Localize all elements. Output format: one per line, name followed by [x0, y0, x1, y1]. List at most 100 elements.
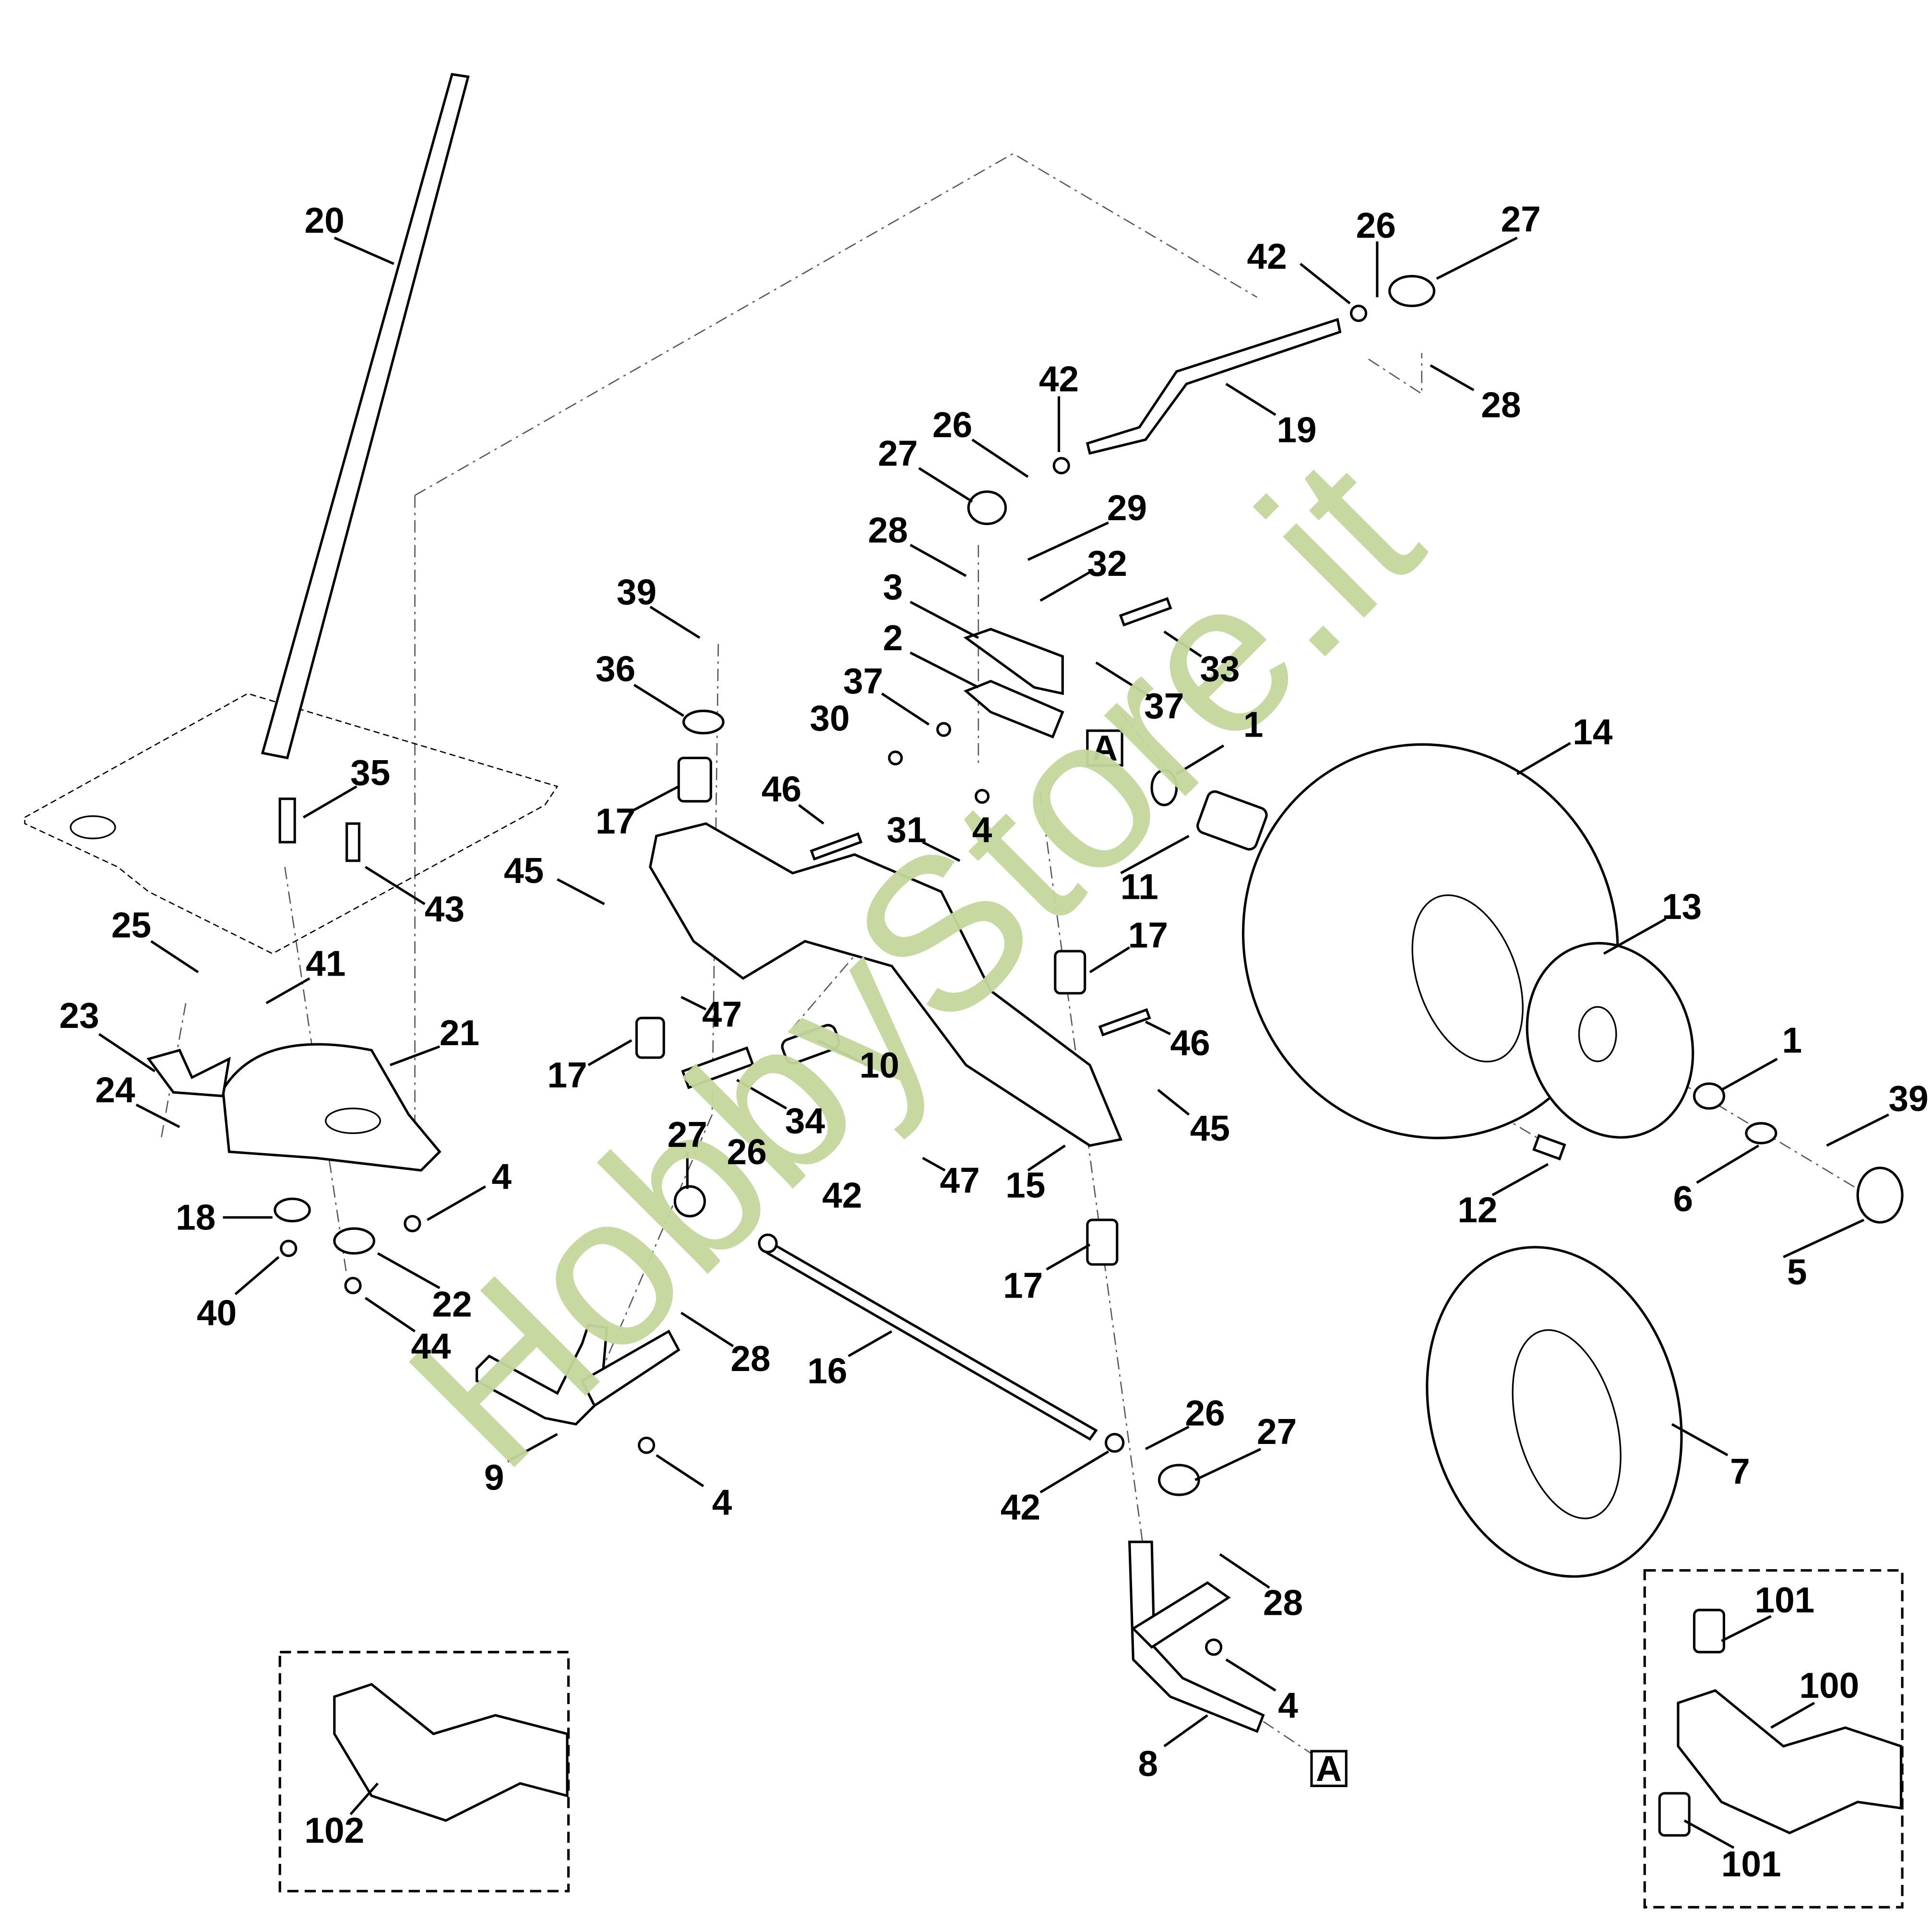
- callout: 22: [432, 1284, 472, 1324]
- callout: 4: [1278, 1685, 1298, 1726]
- spindle-right: [1128, 1540, 1265, 1733]
- callout: 21: [440, 1013, 479, 1053]
- callout: 43: [425, 889, 465, 929]
- callout: 37: [843, 661, 883, 701]
- callout: 8: [1138, 1743, 1158, 1784]
- steering-arm-lower: [964, 680, 1064, 739]
- callout: 28: [1263, 1582, 1303, 1622]
- callout: 15: [1005, 1165, 1045, 1205]
- callout: 13: [1662, 886, 1702, 927]
- reference-marker-a-upper: A: [1086, 728, 1123, 768]
- callout: 34: [785, 1100, 825, 1141]
- callout: 4: [491, 1157, 512, 1197]
- inner-tube-hole: [1512, 1329, 1622, 1519]
- reference-marker-a-lower: A: [1310, 1748, 1348, 1789]
- callout: 7: [1730, 1451, 1750, 1491]
- spindle-left-plate: [580, 1329, 680, 1407]
- callout: 17: [547, 1055, 587, 1095]
- steering-arm-upper: [963, 628, 1064, 695]
- small-parts: [274, 274, 1904, 1656]
- callout: 35: [350, 752, 390, 793]
- callout: 26: [1356, 205, 1396, 246]
- callout: 101: [1754, 1580, 1814, 1620]
- callout: 1: [1243, 704, 1264, 745]
- bracket: [146, 1049, 231, 1097]
- callout: 42: [1001, 1487, 1040, 1527]
- steering-shaft: [261, 72, 470, 760]
- callout: 39: [1888, 1078, 1928, 1119]
- callout: 33: [1200, 648, 1240, 689]
- callout: 1: [1782, 1020, 1802, 1061]
- callout: 2: [883, 618, 903, 658]
- callout: 30: [810, 698, 849, 739]
- callout: 47: [940, 1160, 979, 1200]
- callout: 40: [197, 1292, 237, 1333]
- callout: 10: [859, 1045, 899, 1085]
- callout: 42: [822, 1175, 862, 1215]
- callout: 27: [1501, 199, 1541, 239]
- callout: 12: [1457, 1190, 1497, 1230]
- callout: 28: [730, 1338, 770, 1379]
- tire: [1241, 743, 1619, 1139]
- callout: 32: [1087, 543, 1127, 584]
- callout: 100: [1799, 1665, 1859, 1705]
- callout: 3: [883, 567, 903, 607]
- callout: 26: [1185, 1393, 1225, 1433]
- inset-box-102: [278, 1651, 570, 1893]
- inset-bushing-bottom: [1658, 1792, 1691, 1837]
- callout: 36: [596, 648, 635, 689]
- callout: 39: [617, 572, 656, 612]
- inset-axle-100: [1677, 1689, 1903, 1835]
- callout: 45: [1190, 1108, 1230, 1148]
- tire-hole: [1411, 894, 1524, 1062]
- callout: 27: [1257, 1411, 1297, 1452]
- callout: 11: [1121, 867, 1158, 907]
- svg-text:A: A: [1092, 728, 1118, 768]
- callout: 14: [1573, 712, 1613, 752]
- tie-rod: [766, 1243, 1098, 1441]
- leader-lines: [98, 237, 1889, 1849]
- callout: 42: [1039, 359, 1079, 399]
- callout-labels: 20 42 26 27 28 19 42 26 27 28 29 32 3 33…: [60, 199, 1929, 1884]
- inset-axle-102: [333, 1682, 569, 1822]
- callout: 5: [1787, 1252, 1807, 1292]
- callout: 17: [596, 801, 635, 841]
- callout: 28: [1481, 385, 1521, 425]
- callout: 41: [306, 943, 346, 984]
- callout: 37: [1144, 686, 1184, 726]
- callout: 23: [60, 995, 99, 1036]
- floor-plate: [24, 692, 559, 954]
- callout: 17: [1003, 1265, 1043, 1306]
- spindle-left: [476, 1324, 608, 1426]
- callout: 45: [504, 850, 544, 891]
- callout: 42: [1247, 236, 1287, 276]
- callout: 4: [712, 1482, 732, 1522]
- callout: 27: [878, 433, 918, 473]
- callout: 26: [932, 405, 972, 445]
- svg-text:A: A: [1316, 1748, 1342, 1789]
- callout: 26: [727, 1132, 767, 1172]
- gear-hub: [325, 1108, 381, 1134]
- callout: 101: [1721, 1844, 1781, 1884]
- callout: 6: [1673, 1179, 1693, 1219]
- callout: 46: [1170, 1023, 1210, 1063]
- callout: 46: [762, 769, 801, 809]
- drag-link: [1085, 318, 1342, 455]
- sector-gear: [221, 1043, 441, 1172]
- callout: 9: [484, 1457, 504, 1498]
- callout: 18: [176, 1197, 215, 1238]
- callout: 19: [1276, 409, 1316, 450]
- plate-hole: [70, 815, 116, 839]
- front-axle: [649, 822, 1123, 1147]
- callout: 29: [1107, 488, 1147, 528]
- callout: 20: [305, 200, 345, 240]
- spindle-right-plate: [1131, 1581, 1231, 1649]
- callout: 44: [411, 1326, 451, 1366]
- callout: 102: [304, 1810, 364, 1850]
- callout: 24: [95, 1070, 135, 1110]
- callout: 17: [1128, 915, 1168, 955]
- callout: 25: [111, 905, 151, 945]
- callout: 4: [972, 810, 992, 850]
